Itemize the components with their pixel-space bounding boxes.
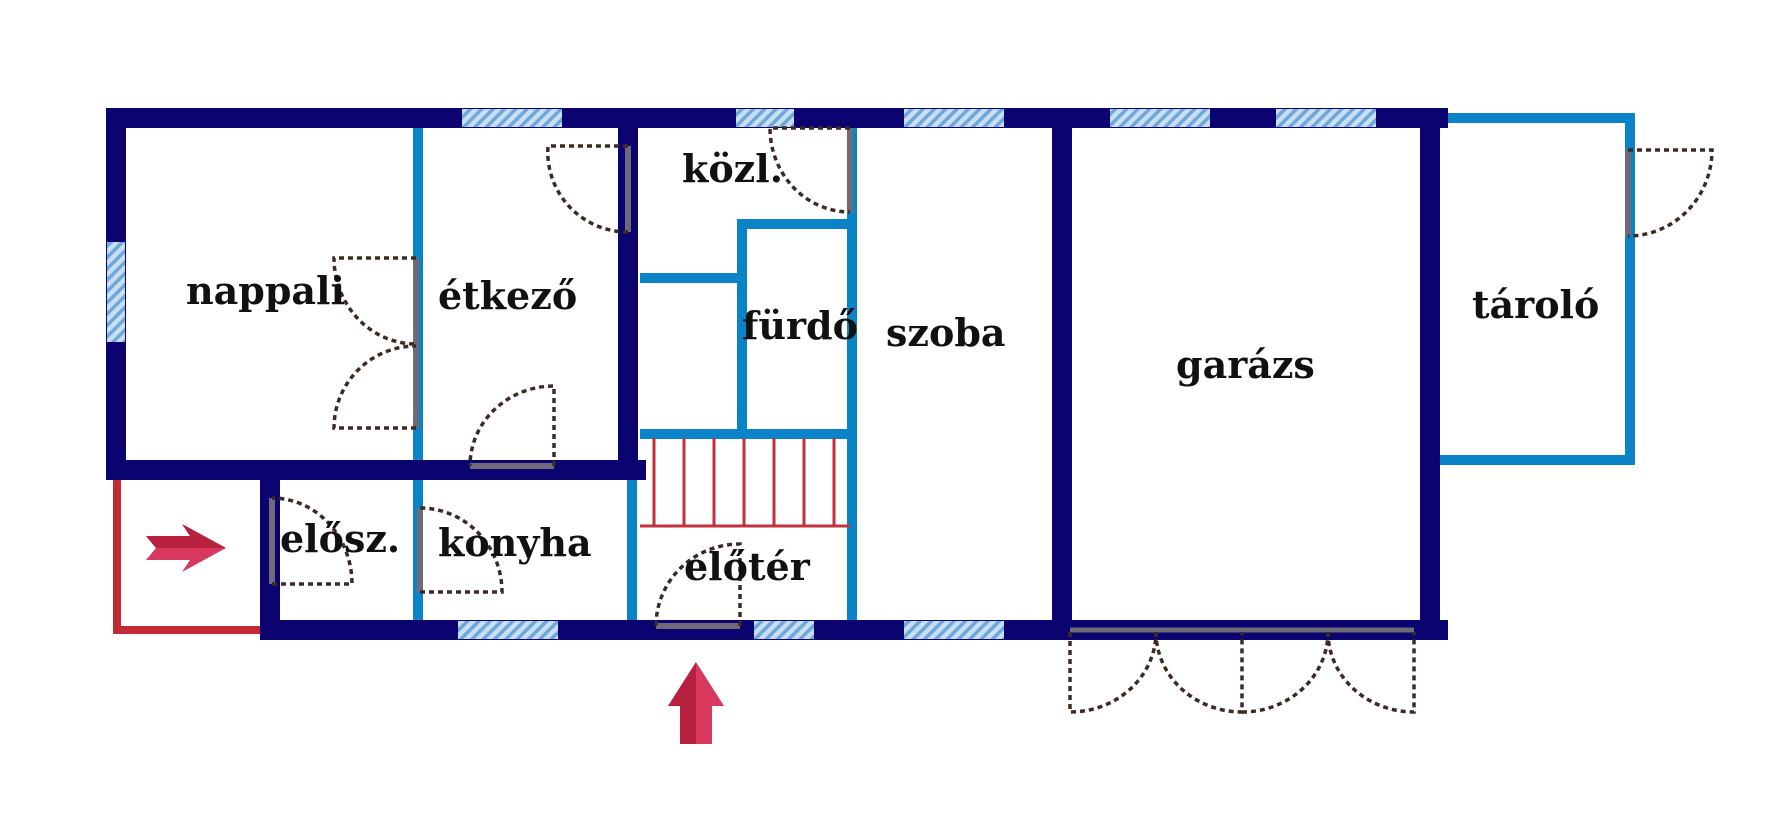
door-nappali-upper [332, 256, 417, 346]
entrance-arrow-up [668, 662, 724, 744]
window [904, 109, 1004, 127]
door-nappali-lower [332, 344, 417, 430]
windows [107, 109, 1376, 639]
window [1110, 109, 1210, 127]
room-label-elosz: elősz. [280, 516, 400, 561]
garage-door-1 [1068, 631, 1158, 714]
room-label-kozl: közl. [682, 146, 783, 191]
window [754, 621, 814, 639]
door-tarolo [1627, 148, 1714, 238]
room-label-konyha: konyha [438, 520, 592, 565]
room-label-garazs: garázs [1176, 342, 1315, 387]
room-labels: nappali étkező közl. fürdő szoba garázs … [186, 146, 1599, 589]
room-label-szoba: szoba [886, 310, 1006, 355]
window [107, 242, 125, 342]
garage-door-3 [1241, 631, 1330, 714]
window [736, 109, 794, 127]
room-label-furdo: fürdő [742, 303, 858, 348]
entrance-arrow-right [146, 524, 226, 572]
window [1276, 109, 1376, 127]
terrace-outline [113, 480, 268, 634]
door-swings [271, 126, 1714, 714]
window [904, 621, 1004, 639]
room-label-tarolo: tároló [1472, 282, 1599, 327]
door-konyha [419, 506, 504, 594]
room-label-etkezo: étkező [438, 273, 577, 318]
door-etkezo-bottom [468, 384, 556, 467]
stairs [640, 438, 850, 528]
door-leaves [269, 128, 1631, 633]
window [462, 109, 562, 127]
door-eloter [654, 542, 742, 627]
door-kozl [768, 126, 851, 214]
room-label-eloter: előtér [684, 544, 811, 589]
room-label-nappali: nappali [186, 268, 345, 313]
door-elosz [271, 496, 354, 586]
door-etkezo-kozl [546, 144, 629, 234]
garage-door-2 [1154, 631, 1244, 714]
garage-door-4 [1326, 631, 1416, 714]
window [458, 621, 558, 639]
storage-walls [1438, 113, 1635, 465]
